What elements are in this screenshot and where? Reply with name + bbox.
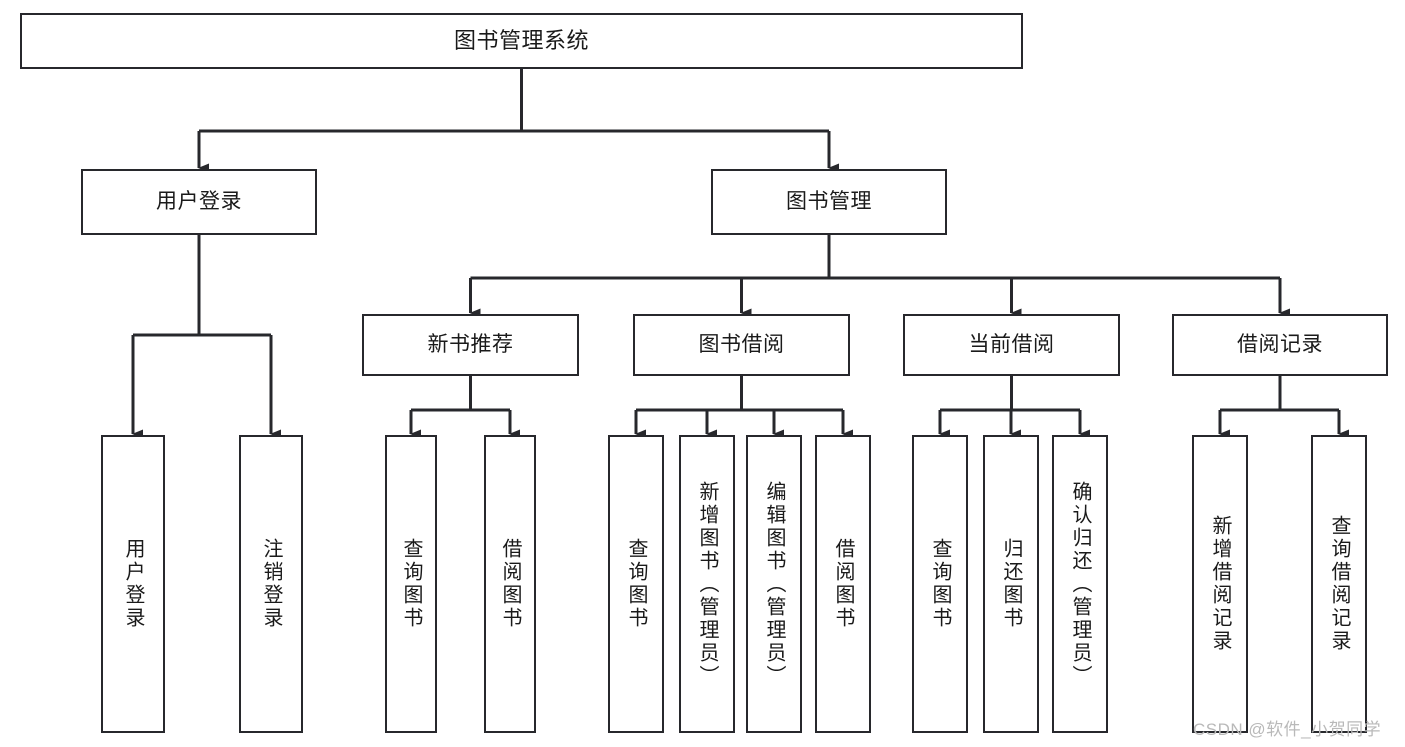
node-label-new-book-rec: 新书推荐 <box>427 333 514 357</box>
node-leaf-add-book[interactable]: 新增图书（管理员） <box>679 435 735 733</box>
node-leaf-confirm-return[interactable]: 确认归还（管理员） <box>1052 435 1108 733</box>
node-leaf-logout[interactable]: 注销登录 <box>239 435 303 733</box>
node-label-leaf-add-book: 新增图书（管理员） <box>696 480 718 688</box>
node-label-book-borrow: 图书借阅 <box>698 333 785 357</box>
node-borrow-record[interactable]: 借阅记录 <box>1172 314 1388 376</box>
node-label-leaf-query-book-1: 查询图书 <box>400 538 422 630</box>
node-book-borrow[interactable]: 图书借阅 <box>633 314 850 376</box>
edge-group <box>131 69 1349 439</box>
node-label-leaf-query-book-3: 查询图书 <box>929 538 951 630</box>
node-label-user-login: 用户登录 <box>156 190 242 214</box>
node-label-leaf-add-record: 新增借阅记录 <box>1209 515 1231 653</box>
node-label-leaf-user-login: 用户登录 <box>122 538 144 630</box>
node-label-leaf-edit-book: 编辑图书（管理员） <box>763 480 785 688</box>
node-label-leaf-query-record: 查询借阅记录 <box>1328 515 1350 653</box>
node-leaf-return-book[interactable]: 归还图书 <box>983 435 1039 733</box>
node-leaf-borrow-book-2[interactable]: 借阅图书 <box>815 435 871 733</box>
node-label-root: 图书管理系统 <box>453 27 589 53</box>
node-current-borrow[interactable]: 当前借阅 <box>903 314 1120 376</box>
node-book-mgmt[interactable]: 图书管理 <box>711 169 947 235</box>
node-leaf-query-book-3[interactable]: 查询图书 <box>912 435 968 733</box>
node-label-leaf-borrow-book-2: 借阅图书 <box>832 538 854 630</box>
node-label-borrow-record: 借阅记录 <box>1237 333 1323 357</box>
node-user-login[interactable]: 用户登录 <box>81 169 317 235</box>
node-leaf-edit-book[interactable]: 编辑图书（管理员） <box>746 435 802 733</box>
node-leaf-query-book-1[interactable]: 查询图书 <box>385 435 437 733</box>
node-leaf-user-login[interactable]: 用户登录 <box>101 435 165 733</box>
node-label-current-borrow: 当前借阅 <box>968 333 1055 357</box>
node-leaf-borrow-book-1[interactable]: 借阅图书 <box>484 435 536 733</box>
node-label-book-mgmt: 图书管理 <box>786 190 872 214</box>
node-root[interactable]: 图书管理系统 <box>20 13 1023 69</box>
node-label-leaf-logout: 注销登录 <box>260 538 282 630</box>
node-new-book-rec[interactable]: 新书推荐 <box>362 314 579 376</box>
node-label-leaf-return-book: 归还图书 <box>1000 538 1022 630</box>
node-label-leaf-query-book-2: 查询图书 <box>625 538 647 630</box>
node-label-leaf-confirm-return: 确认归还（管理员） <box>1069 480 1091 688</box>
node-leaf-query-book-2[interactable]: 查询图书 <box>608 435 664 733</box>
node-leaf-add-record[interactable]: 新增借阅记录 <box>1192 435 1248 733</box>
node-label-leaf-borrow-book-1: 借阅图书 <box>499 538 521 630</box>
node-leaf-query-record[interactable]: 查询借阅记录 <box>1311 435 1367 733</box>
